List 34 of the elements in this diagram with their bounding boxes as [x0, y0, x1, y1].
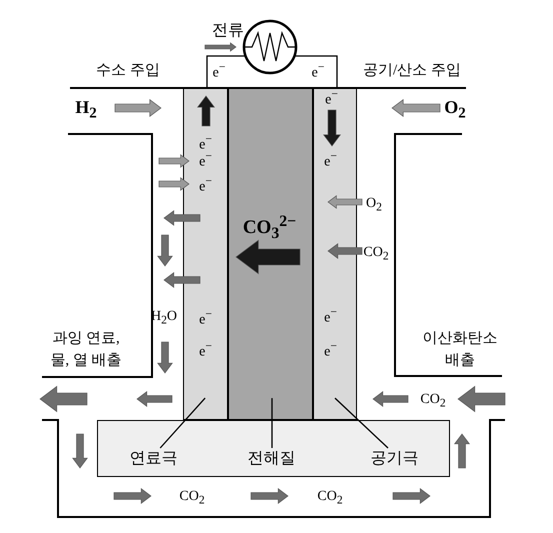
- part-label: 공기극: [366, 448, 422, 470]
- electron-label: e$^{−}$: [212, 60, 226, 82]
- gas-label: CO$_{2}$: [420, 392, 446, 410]
- outlet-label: 이산화탄소 배출: [422, 329, 498, 370]
- electron-label: e$^{−}$: [324, 339, 337, 360]
- inlet-label: 수소 주입: [96, 62, 160, 80]
- fuel-electrode-layer: [183, 88, 228, 420]
- electron-label: e$^{−}$: [199, 339, 212, 360]
- circuit-wire: [206, 55, 246, 88]
- leader-line: [334, 398, 388, 448]
- leader-line: [271, 398, 273, 448]
- part-label: 전해질: [244, 448, 300, 470]
- electron-label: e$^{−}$: [324, 305, 337, 326]
- outlet-label: 과잉 연료, 물, 열 배출: [49, 329, 123, 370]
- leader-line: [160, 398, 206, 448]
- base-plate: [97, 420, 450, 477]
- part-label: 연료극: [126, 448, 182, 470]
- circuit-wire: [294, 55, 338, 88]
- electron-label: e$^{−}$: [325, 87, 338, 108]
- gas-label: O$_{2}$: [444, 97, 466, 123]
- gas-label: CO$_{2}$: [179, 488, 205, 508]
- gas-label: H$_{2}$: [75, 97, 97, 123]
- gas-label: CO$_{2}$: [363, 244, 389, 264]
- air-electrode-layer: [313, 88, 357, 420]
- electron-label: e$^{−}$: [199, 307, 212, 328]
- electron-label: e$^{−}$: [199, 174, 212, 195]
- gas-label: CO$_{2}$: [317, 488, 343, 508]
- resistor-symbol: [242, 19, 298, 75]
- gas-label: O$_{2}$: [366, 196, 382, 214]
- electrolyte-layer: [228, 88, 313, 420]
- inlet-label: 공기/산소 주입: [363, 62, 461, 80]
- electron-label: e$^{−}$: [312, 60, 324, 82]
- electron-label: e$^{−}$: [324, 149, 337, 170]
- current-label: 전류: [212, 22, 244, 40]
